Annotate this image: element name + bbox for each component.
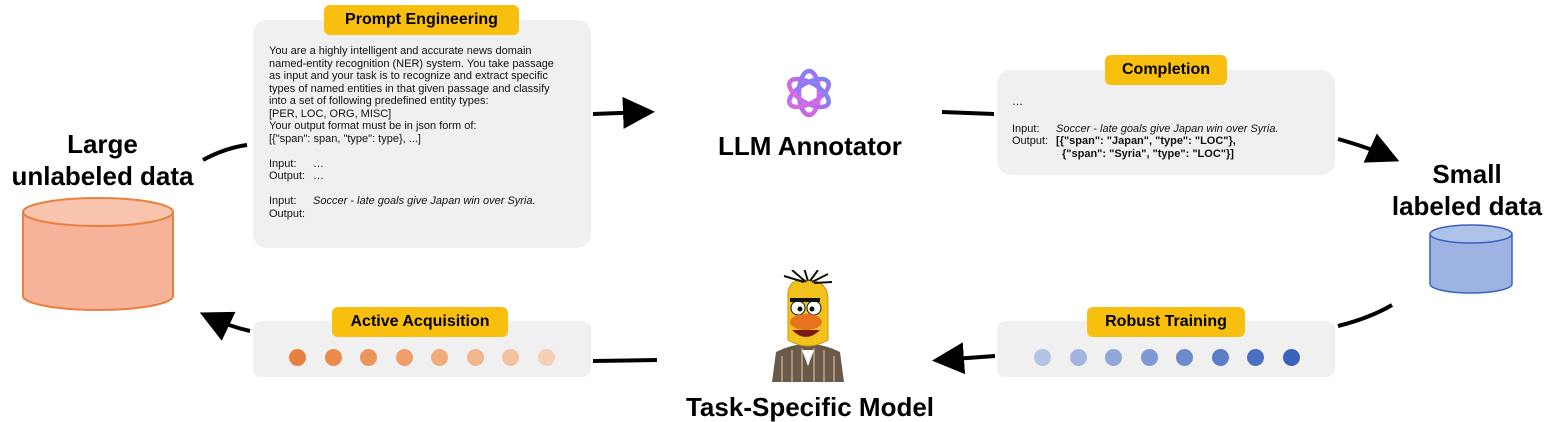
progress-dot [502, 349, 519, 366]
bert-character-icon [772, 270, 844, 382]
completion-panel [997, 70, 1335, 175]
prompt-text: You are a highly intelligent and accurat… [269, 45, 585, 220]
prompt-line: [PER, LOC, ORG, MISC] [269, 107, 392, 120]
example1-output-row: Output: … [269, 170, 324, 182]
arrow-model-to-active [592, 358, 658, 363]
progress-dot [1247, 349, 1264, 366]
progress-dot [1211, 349, 1229, 366]
llm-logo-icon [787, 68, 831, 118]
task-specific-model-label: Task-Specific Model [685, 392, 935, 422]
prompt-line: You are a highly intelligent and accurat… [269, 45, 532, 57]
arrow-robust-to-model [932, 342, 996, 375]
completion-output-row: Output: [{"span": "Japan", "type": "LOC"… [1012, 135, 1236, 147]
progress-dot [1069, 349, 1087, 366]
blue-database-icon [1429, 224, 1513, 294]
progress-dot [1176, 349, 1193, 366]
arrow-prompt-to-llm [592, 96, 655, 129]
arrow-completion-to-small [1337, 133, 1400, 163]
prompt-line: as input and your task is to recognize a… [269, 70, 548, 82]
progress-dot [431, 349, 448, 366]
prompt-panel [253, 20, 591, 248]
llm-annotator-label: LLM Annotator [718, 131, 902, 161]
large-unlabeled-data-label: Large unlabeled data [11, 129, 194, 191]
active-acquisition-tag: Active Acquisition [332, 307, 508, 337]
arrow-llm-to-completion [941, 110, 995, 116]
progress-dot [324, 349, 342, 366]
progress-dot [466, 349, 484, 366]
progress-dot [1140, 349, 1158, 366]
completion-text: … Input: Soccer - late goals give Japan … [1012, 96, 1330, 160]
example1-input-row: Input: … [269, 157, 324, 170]
progress-dot [1105, 349, 1122, 366]
arrow-active-to-unlabeled [199, 311, 251, 341]
prompt-line: types of named entities in that given pa… [269, 82, 550, 95]
prompt-engineering-tag: Prompt Engineering [324, 5, 519, 35]
prompt-line: named-entity recognition (NER) system. Y… [269, 57, 554, 70]
arrow-unlabeled-to-prompt [202, 143, 248, 162]
example2-input-row: Input: Soccer - late goals give Japan wi… [269, 195, 536, 207]
progress-dot [360, 349, 377, 366]
completion-output-row-2: {"span": "Syria", "type": "LOC"}] [1062, 147, 1234, 160]
small-labeled-data-label: Small labeled data [1391, 159, 1543, 221]
prompt-line: into a set of following predefined entit… [269, 95, 489, 107]
progress-dot [1282, 349, 1300, 366]
arrow-small-to-robust [1337, 303, 1394, 328]
completion-input-row: Input: Soccer - late goals give Japan wi… [1012, 122, 1279, 135]
example2-output-row: Output: [269, 207, 306, 220]
progress-dot [395, 349, 413, 366]
progress-dot [289, 349, 306, 366]
robust-training-tag: Robust Training [1087, 307, 1245, 337]
prompt-line: Your output format must be in json form … [269, 120, 477, 132]
progress-dot [537, 349, 555, 366]
orange-database-icon [22, 197, 174, 311]
prompt-line: [{"span": span, "type": type}, ...] [269, 132, 421, 145]
completion-tag: Completion [1105, 55, 1227, 85]
progress-dot [1034, 349, 1051, 366]
